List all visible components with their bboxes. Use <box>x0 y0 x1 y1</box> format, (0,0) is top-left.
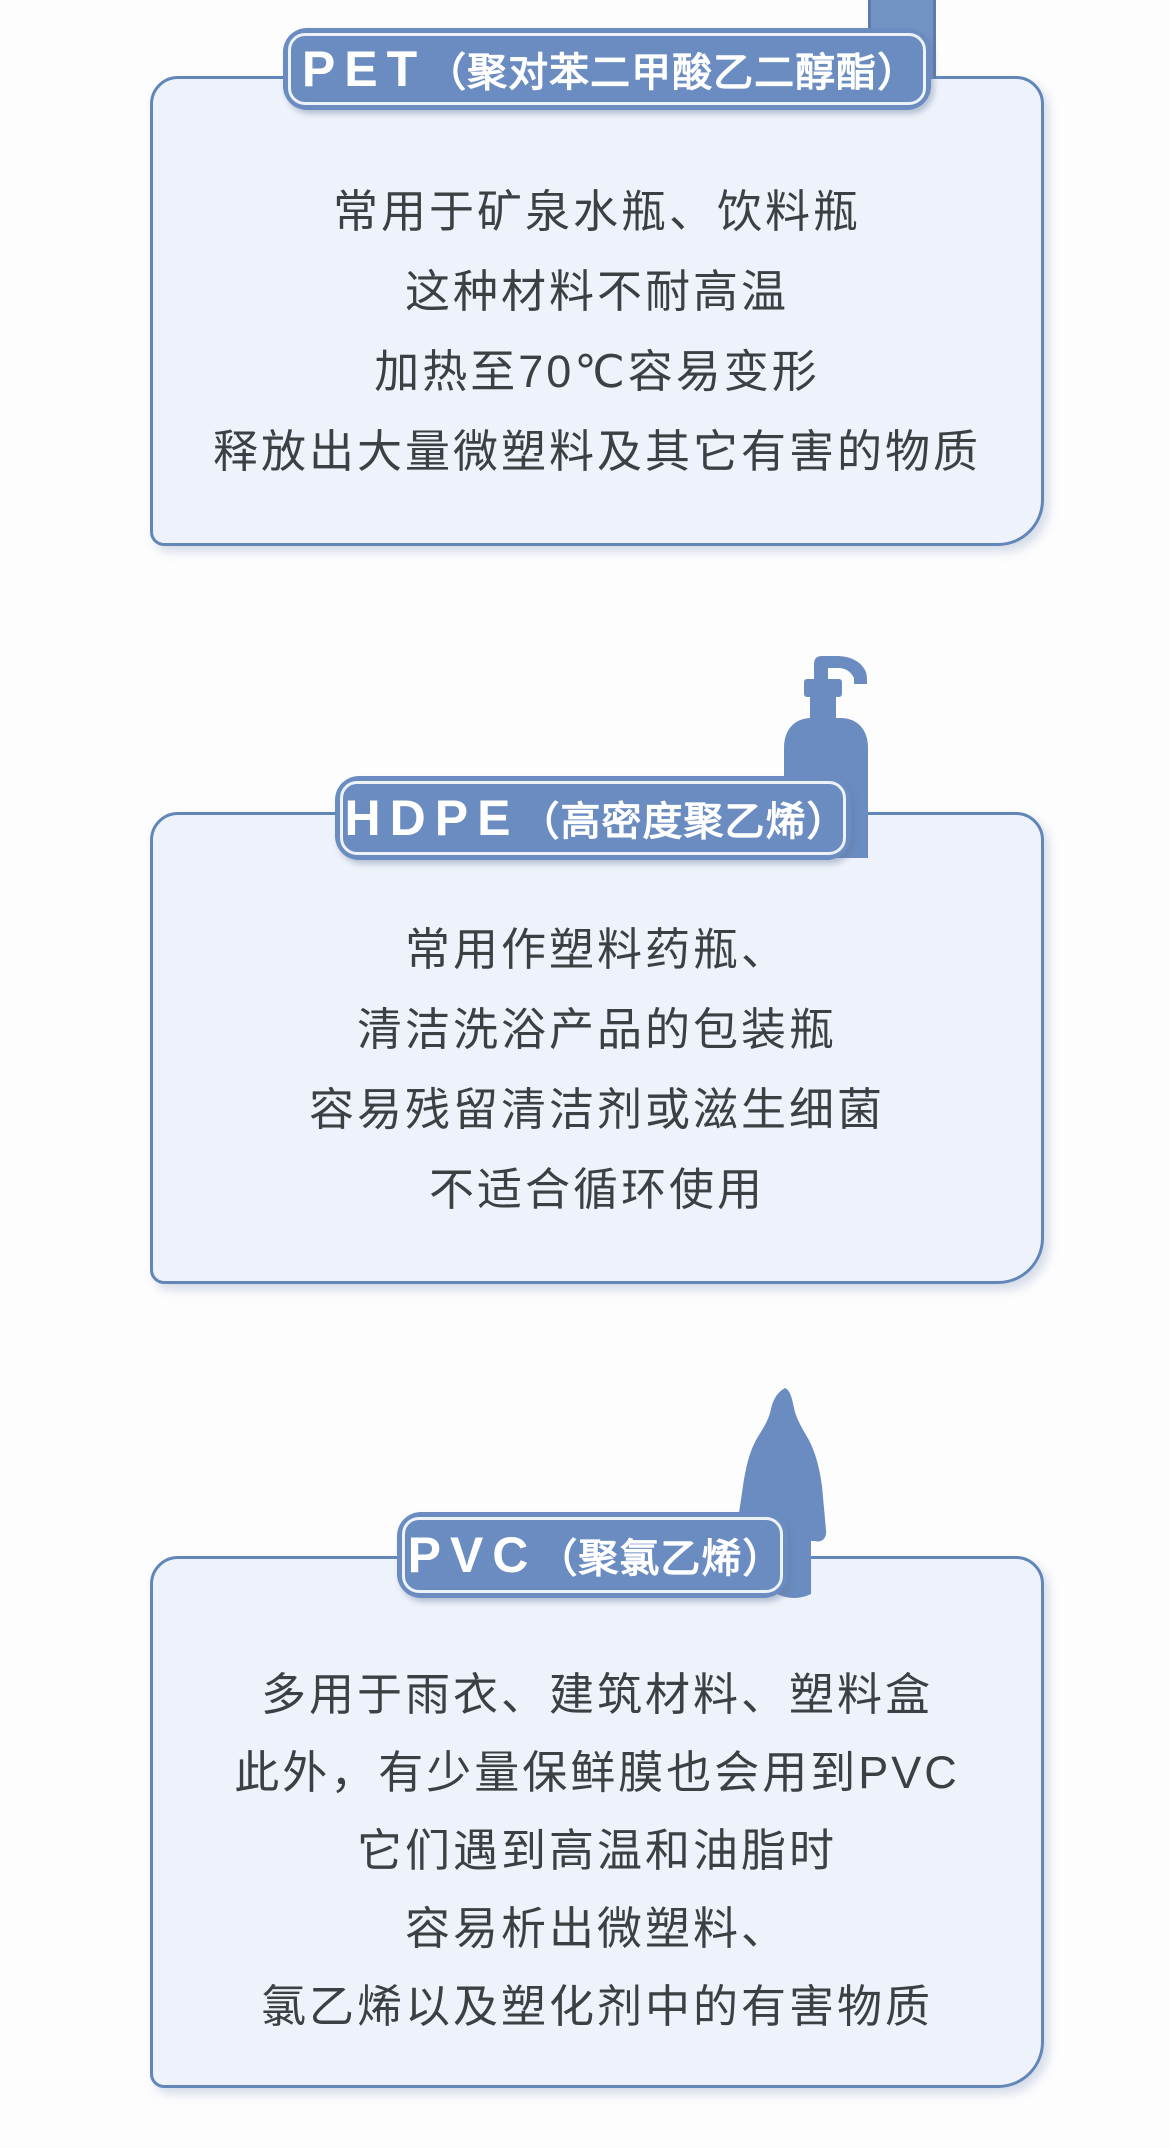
body-line: 氯乙烯以及塑化剂中的有害物质 <box>260 1980 933 2032</box>
pvc-title-paren: （聚氯乙烯） <box>537 1537 784 1581</box>
pvc-title-pill: PVC（聚氯乙烯） <box>397 1512 788 1598</box>
body-line: 清洁洗浴产品的包装瓶 <box>356 1003 837 1055</box>
pet-title-latin: PET <box>301 41 427 97</box>
body-line: 它们遇到高温和油脂时 <box>356 1824 837 1876</box>
pet-card: 常用于矿泉水瓶、饮料瓶 这种材料不耐高温 加热至70℃容易变形 释放出大量微塑料… <box>150 76 1044 546</box>
hdpe-title-latin: HDPE <box>344 790 520 846</box>
pet-card-body: 常用于矿泉水瓶、饮料瓶 这种材料不耐高温 加热至70℃容易变形 释放出大量微塑料… <box>153 79 1041 487</box>
body-line: 不适合循环使用 <box>428 1163 765 1215</box>
body-line: 多用于雨衣、建筑材料、塑料盒 <box>260 1668 933 1720</box>
body-line: 容易析出微塑料、 <box>404 1902 789 1954</box>
hdpe-title-paren: （高密度聚乙烯） <box>519 800 848 844</box>
pvc-card: 多用于雨衣、建筑材料、塑料盒 此外，有少量保鲜膜也会用到PVC 它们遇到高温和油… <box>150 1556 1044 2088</box>
hdpe-card-body: 常用作塑料药瓶、 清洁洗浴产品的包装瓶 容易残留清洁剂或滋生细菌 不适合循环使用 <box>153 815 1041 1225</box>
pvc-card-body: 多用于雨衣、建筑材料、塑料盒 此外，有少量保鲜膜也会用到PVC 它们遇到高温和油… <box>153 1559 1041 2041</box>
raincoat-icon <box>733 1386 837 1600</box>
body-line: 常用于矿泉水瓶、饮料瓶 <box>332 185 861 237</box>
hdpe-title-pill: HDPE（高密度聚乙烯） <box>335 776 851 860</box>
body-line: 这种材料不耐高温 <box>404 265 789 317</box>
hdpe-card: 常用作塑料药瓶、 清洁洗浴产品的包装瓶 容易残留清洁剂或滋生细菌 不适合循环使用 <box>150 812 1044 1284</box>
pet-title-pill: PET（聚对苯二甲酸乙二醇酯） <box>283 28 931 110</box>
body-line: 常用作塑料药瓶、 <box>404 923 789 975</box>
body-line: 此外，有少量保鲜膜也会用到PVC <box>234 1746 960 1798</box>
body-line: 加热至70℃容易变形 <box>374 345 820 397</box>
body-line: 容易残留清洁剂或滋生细菌 <box>308 1083 885 1135</box>
body-line: 释放出大量微塑料及其它有害的物质 <box>212 425 981 477</box>
pet-title-paren: （聚对苯二甲酸乙二醇酯） <box>426 51 919 95</box>
pvc-title-latin: PVC <box>407 1527 538 1583</box>
